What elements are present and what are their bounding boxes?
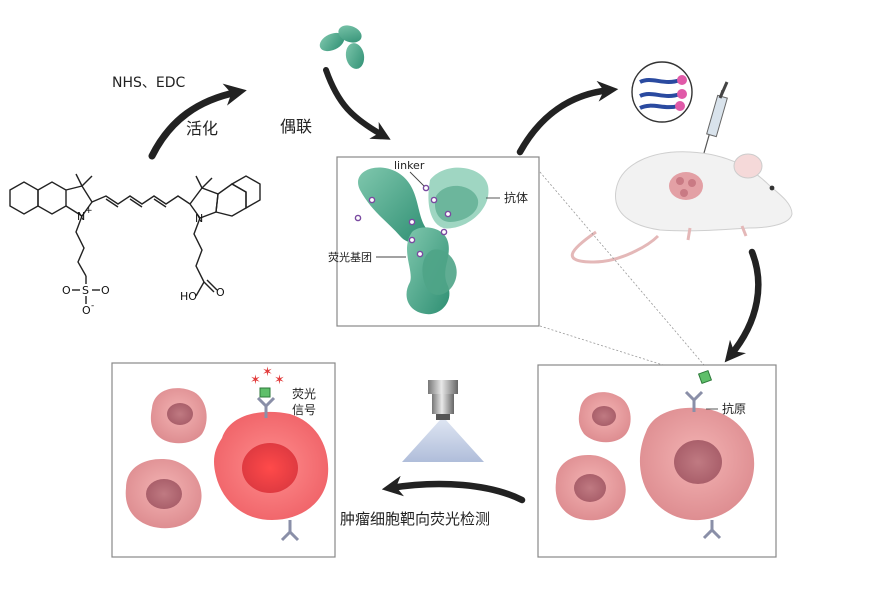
tumor-cell-bottom-left [125,459,202,529]
probe-vial-icon [631,61,693,123]
fluorescence-stars: ✶✶✶ [250,365,285,388]
antibody-label: 抗体 [504,190,528,205]
conjugate-leader-lines [376,171,500,258]
fluorophore-label: 荧光基团 [328,250,372,264]
dye-sulfo-s: S [82,284,89,297]
tumor-cell-fluorescent [214,411,329,520]
injection-arrow [516,80,619,156]
cyanine-dye-structure [9,173,261,304]
detection-arrow [381,475,526,504]
detection-label: 肿瘤细胞靶向荧光检测 [340,510,490,528]
tumor-cell-small-right [578,392,631,443]
linker-label: linker [394,159,425,172]
activation-label: 活化 [186,119,218,138]
tumor-cell-large-right [639,407,755,521]
svg-text:✶: ✶ [274,373,285,388]
svg-text:✶: ✶ [262,365,273,380]
mouse-illustration [571,151,793,264]
zoom-guide-lines [539,171,711,379]
svg-text:✶: ✶ [250,373,261,388]
syringe-icon [701,81,729,161]
probe-on-antigen [697,369,713,385]
reagents-label: NHS、EDC [112,75,186,91]
dye-atom-labels: N + N O S O O - HO O [62,206,225,317]
dye-acid-ho: HO [180,290,197,303]
small-antibody-icon [319,25,365,69]
coupling-arrow [323,67,391,140]
dye-sulfo-o-right: O [101,284,110,297]
dye-nitrogen-left: N [77,210,85,223]
fluorescence-signal-label-1: 荧光 [292,387,316,401]
antibody-conjugate [358,167,489,315]
tumor-cell-small-left [150,388,207,444]
activation-arrow [148,83,247,160]
dye-sulfo-o-minus: O [82,304,91,317]
antigen-label: 抗原 [722,401,746,416]
fluorescent-receptor [256,396,300,542]
coupling-label: 偶联 [280,117,312,136]
dye-minus: - [91,301,94,311]
fluorophore-dots [354,184,452,258]
dye-sulfo-o-left: O [62,284,71,297]
antigen-receptor [684,390,722,540]
tumor-cell-left-right-panel [555,455,626,521]
dye-charge: + [85,206,93,216]
dye-nitrogen-right: N [195,212,203,225]
probe-on-fluorescent-cell [259,387,271,398]
microscope-objective-icon [402,380,484,462]
dye-carbonyl-o: O [216,286,225,299]
fluorescence-signal-label-2: 信号 [292,403,316,417]
mouse-to-cell-arrow [724,248,762,363]
